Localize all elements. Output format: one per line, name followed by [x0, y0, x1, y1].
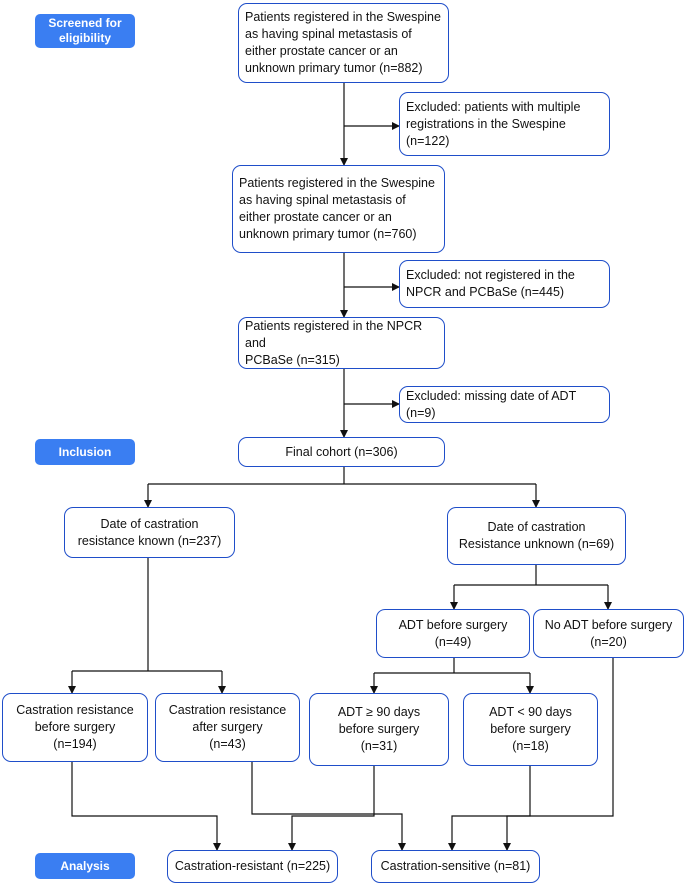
box-excluded-122-text: Excluded: patients with multiple registr…	[406, 99, 581, 148]
box-final-cohort-text: Final cohort (n=306)	[285, 444, 398, 459]
connector-adt-lt90-to-sensitive	[448, 766, 531, 851]
box-castration-sensitive: Castration-sensitive (n=81)	[371, 850, 540, 883]
box-adt-ge90: ADT ≥ 90 days before surgery (n=31)	[309, 693, 449, 766]
box-cr-unknown-text: Date of castration Resistance unknown (n…	[458, 520, 615, 551]
box-castration-sensitive-text: Castration-sensitive (n=81)	[380, 859, 531, 873]
connector-no-adt-to-sensitive	[503, 658, 614, 851]
box-registered-882-text: Patients registered in the Swespine as h…	[245, 10, 441, 75]
box-excluded-445: Excluded: not registered in the NPCR and…	[399, 260, 610, 308]
box-no-adt-before: No ADT before surgery (n=20)	[533, 609, 684, 658]
box-adt-ge90-text: ADT ≥ 90 days before surgery (n=31)	[337, 705, 421, 753]
box-excluded-9: Excluded: missing date of ADT (n=9)	[399, 386, 610, 423]
stage-inclusion: Inclusion	[35, 439, 135, 465]
connector-cr-after-to-sensitive	[251, 762, 406, 851]
connector-adt-ge90-to-resistant	[288, 766, 375, 851]
stage-screened: Screened for eligibility	[35, 14, 135, 48]
box-registered-760-text: Patients registered in the Swespine as h…	[239, 176, 435, 241]
box-excluded-122: Excluded: patients with multiple registr…	[399, 92, 610, 156]
box-adt-before: ADT before surgery (n=49)	[376, 609, 530, 658]
box-adt-before-text: ADT before surgery (n=49)	[398, 617, 508, 649]
box-excluded-9-text: Excluded: missing date of ADT (n=9)	[406, 388, 576, 420]
connector-cr-before-to-resistant	[71, 762, 221, 851]
box-cr-after-text: Castration resistance after surgery (n=4…	[168, 703, 287, 751]
box-registered-315: Patients registered in the NPCR and PCBa…	[238, 317, 445, 369]
box-registered-760: Patients registered in the Swespine as h…	[232, 165, 445, 253]
box-adt-lt90-text: ADT < 90 days before surgery (n=18)	[489, 705, 572, 753]
box-excluded-445-text: Excluded: not registered in the NPCR and…	[406, 268, 575, 299]
box-registered-882: Patients registered in the Swespine as h…	[238, 3, 449, 83]
box-castration-resistant-text: Castration-resistant (n=225)	[174, 859, 331, 873]
box-cr-before: Castration resistance before surgery (n=…	[2, 693, 148, 762]
box-cr-unknown: Date of castration Resistance unknown (n…	[447, 507, 626, 565]
box-castration-resistant: Castration-resistant (n=225)	[167, 850, 338, 883]
box-registered-315-text: Patients registered in the NPCR and PCBa…	[245, 318, 423, 367]
box-final-cohort: Final cohort (n=306)	[238, 437, 445, 467]
box-adt-lt90: ADT < 90 days before surgery (n=18)	[463, 693, 598, 766]
box-cr-known: Date of castration resistance known (n=2…	[64, 507, 235, 558]
box-cr-before-text: Castration resistance before surgery (n=…	[16, 703, 134, 751]
box-cr-after: Castration resistance after surgery (n=4…	[155, 693, 300, 762]
stage-analysis: Analysis	[35, 853, 135, 879]
box-no-adt-before-text: No ADT before surgery (n=20)	[544, 617, 673, 649]
box-cr-known-text: Date of castration resistance known (n=2…	[77, 516, 222, 548]
